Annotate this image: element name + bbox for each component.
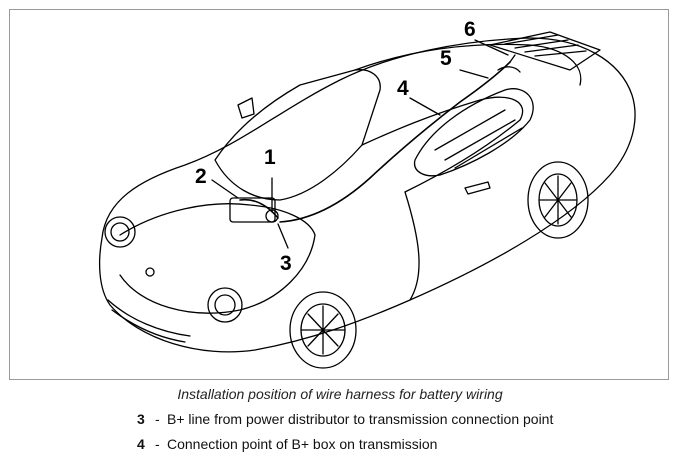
callout-6: 6 bbox=[464, 18, 476, 41]
callout-5: 5 bbox=[440, 47, 452, 70]
legend-text: B+ line from power distributor to transm… bbox=[167, 411, 554, 427]
battery bbox=[229, 197, 276, 223]
door-handle bbox=[464, 181, 491, 195]
callout-1: 1 bbox=[264, 146, 276, 169]
side-window bbox=[361, 96, 524, 193]
callout-4: 4 bbox=[397, 77, 409, 100]
figure-caption: Installation position of wire harness fo… bbox=[177, 386, 503, 402]
car-illustration bbox=[98, 31, 636, 369]
wire-harness bbox=[279, 61, 511, 223]
porsche-crest bbox=[145, 267, 155, 277]
callout-3: 3 bbox=[280, 252, 292, 275]
legend-item: 3-B+ line from power distributor to tran… bbox=[137, 411, 554, 427]
car-body-outline bbox=[98, 37, 636, 353]
legend-number: 3 bbox=[137, 411, 145, 427]
hood bbox=[119, 203, 316, 314]
windshield bbox=[214, 69, 381, 201]
engine-block bbox=[413, 88, 534, 177]
rear-wheel bbox=[527, 161, 589, 239]
side-mirror bbox=[237, 97, 255, 119]
door-line bbox=[404, 191, 420, 301]
callout-2: 2 bbox=[195, 165, 207, 188]
legend-item: 4-Connection point of B+ box on transmis… bbox=[137, 436, 438, 452]
right-headlight bbox=[207, 287, 243, 323]
legend-text: Connection point of B+ box on transmissi… bbox=[167, 436, 438, 452]
roofline bbox=[354, 43, 582, 86]
front-wheel bbox=[289, 291, 357, 369]
diagram-frame: 1 2 3 4 5 6 bbox=[9, 9, 669, 380]
legend-number: 4 bbox=[137, 436, 145, 452]
rear-grille bbox=[489, 31, 601, 71]
left-headlight bbox=[104, 216, 136, 248]
